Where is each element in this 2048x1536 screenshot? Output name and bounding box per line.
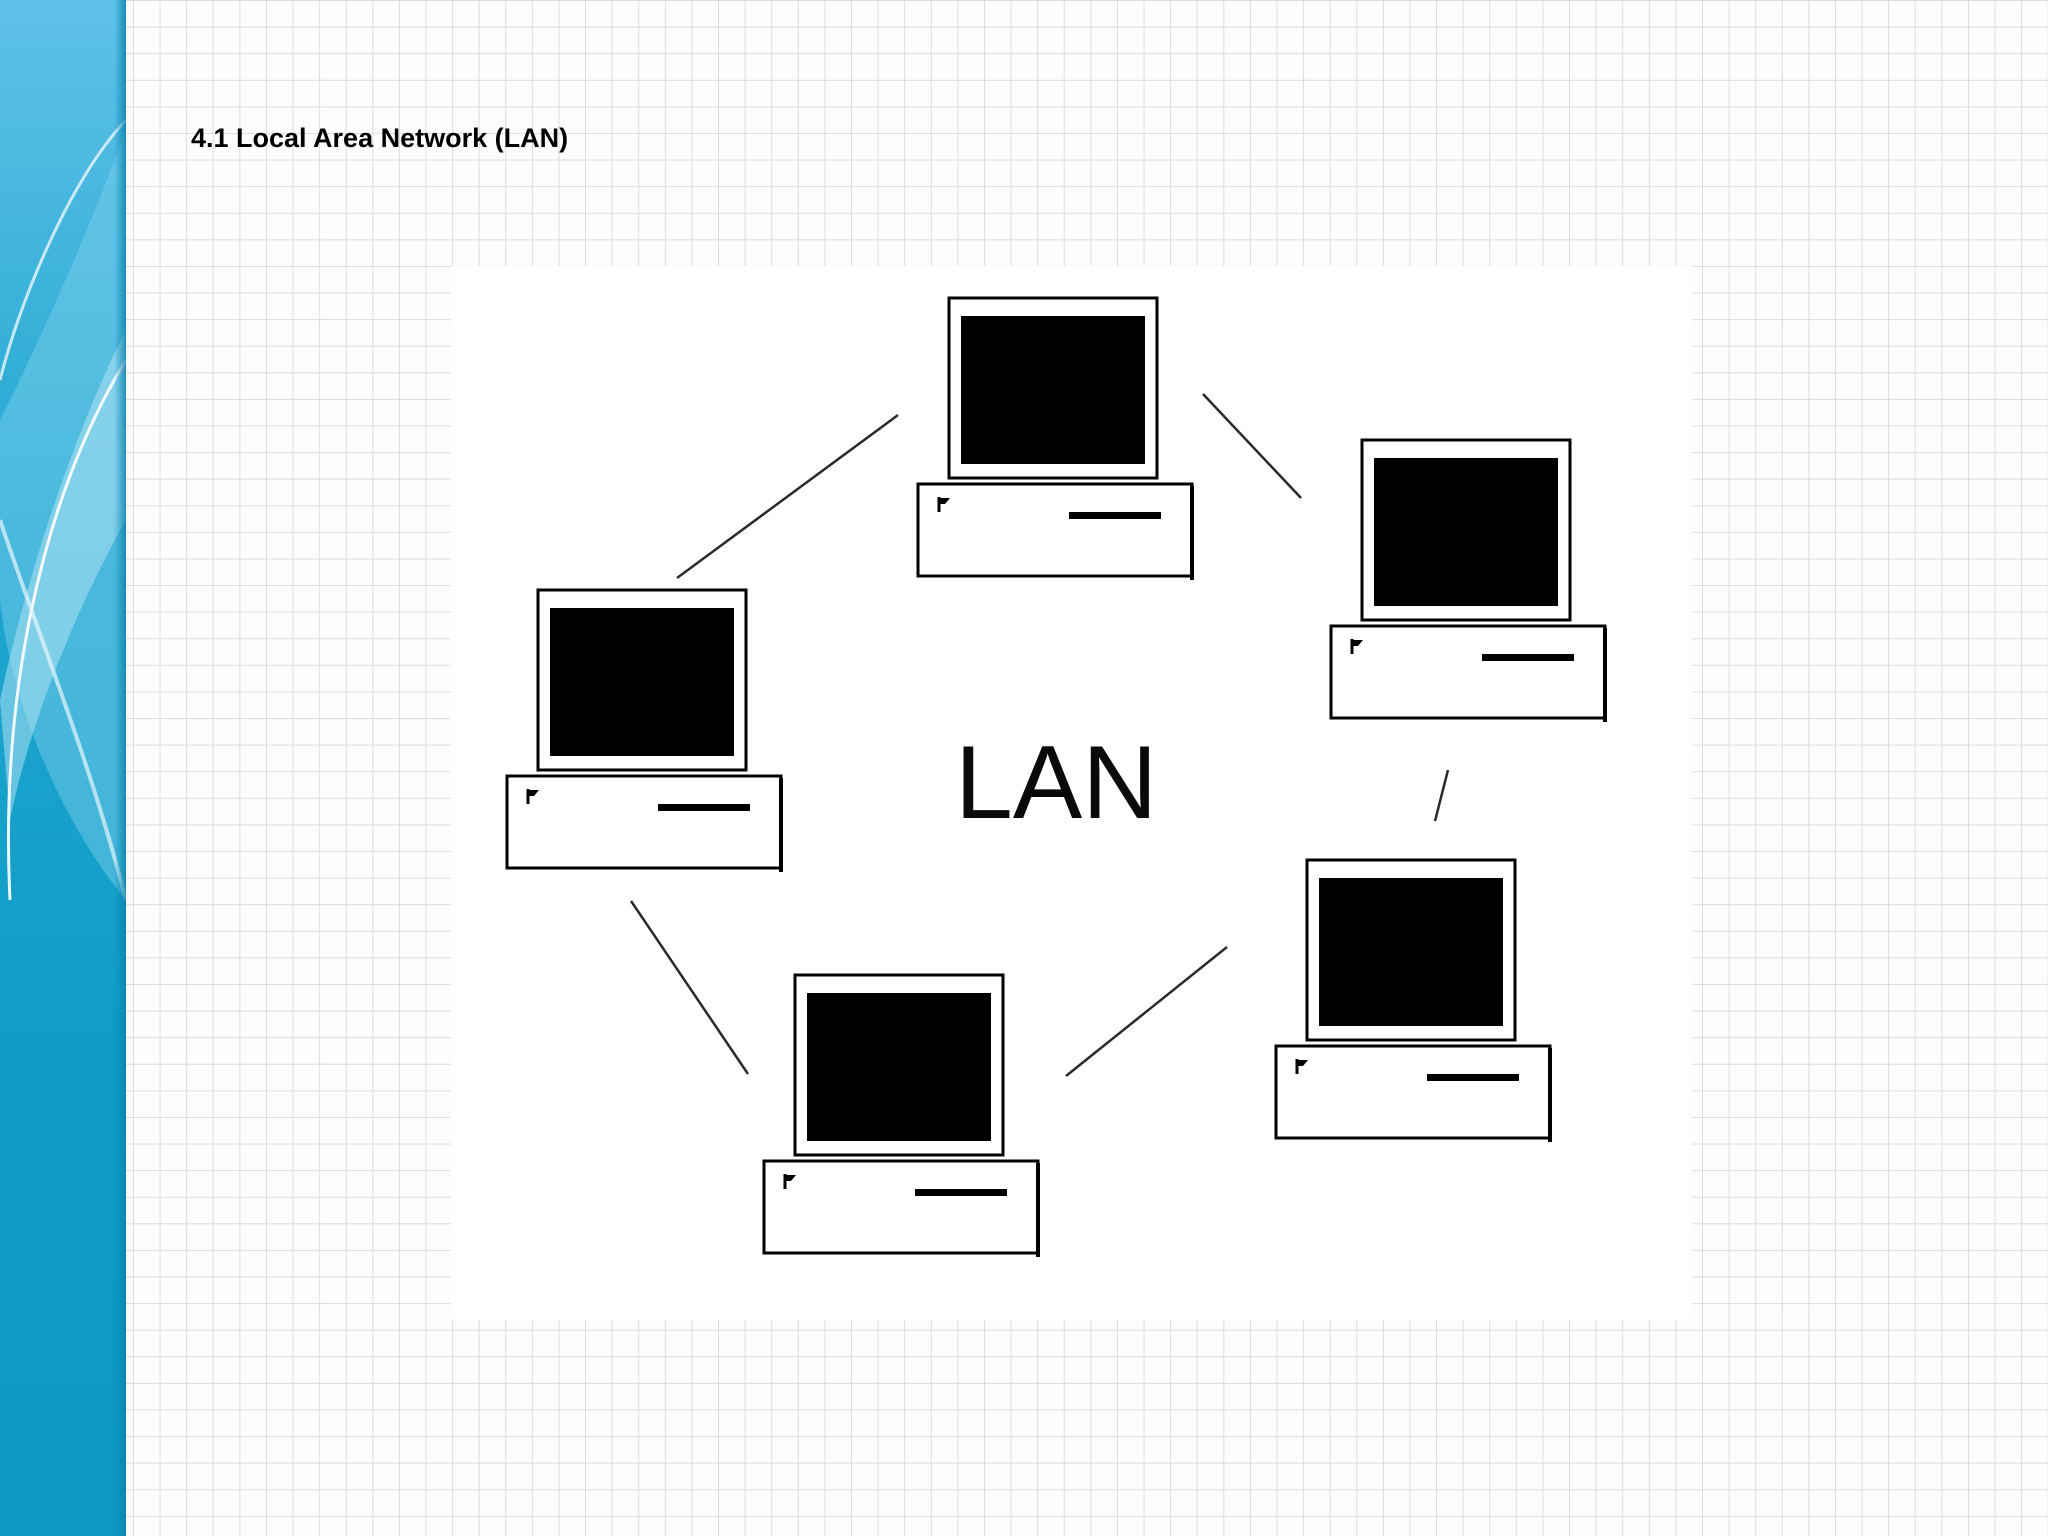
desktop-computer-icon bbox=[1274, 858, 1554, 1144]
desktop-computer-icon bbox=[505, 588, 785, 874]
lan-diagram: LAN bbox=[451, 266, 1692, 1320]
decorative-side-band bbox=[0, 0, 126, 1536]
desktop-computer-icon bbox=[1329, 438, 1609, 724]
lan-label: LAN bbox=[955, 725, 1157, 841]
connection-link bbox=[676, 413, 899, 580]
connection-link bbox=[1202, 393, 1302, 499]
slide-title: 4.1 Local Area Network (LAN) bbox=[191, 123, 569, 153]
desktop-computer-icon bbox=[916, 296, 1196, 582]
connection-link bbox=[629, 900, 750, 1075]
connection-link bbox=[1065, 946, 1228, 1077]
connection-link bbox=[1433, 769, 1450, 822]
desktop-computer-icon bbox=[762, 973, 1042, 1259]
